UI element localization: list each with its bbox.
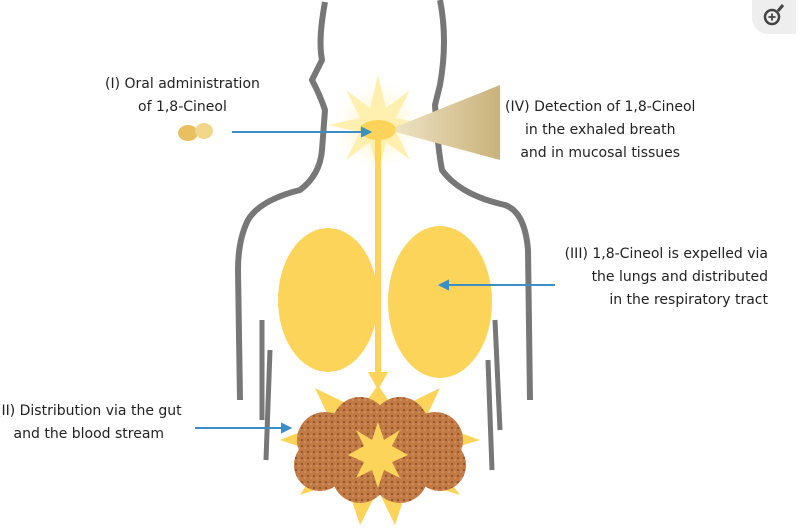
label-line: in the respiratory tract — [609, 292, 768, 308]
label-lungs: (III) 1,8-Cineol is expelled via the lun… — [565, 243, 768, 312]
label-line: (I) Oral administration — [105, 76, 260, 92]
label-line: (III) 1,8-Cineol is expelled via — [564, 246, 768, 262]
label-line: and in mucosal tissues — [520, 145, 681, 161]
label-detection: (IV) Detection of 1,8-Cineol in the exha… — [505, 96, 695, 165]
label-oral: (I) Oral administration of 1,8-Cineol — [105, 73, 260, 119]
label-line: and the blood stream — [13, 426, 165, 442]
body-outline — [235, 0, 533, 401]
arm-left — [259, 320, 273, 461]
lung-right — [388, 226, 492, 378]
mouth — [360, 120, 396, 140]
label-line: (II) Distribution via the gut — [0, 403, 182, 419]
breath-cone — [388, 85, 500, 160]
arm-right — [485, 319, 503, 471]
label-line: the lungs and distributed — [591, 269, 768, 285]
label-line: in the exhaled breath — [524, 122, 676, 138]
zoom-in-icon — [763, 4, 785, 26]
label-gut: (II) Distribution via the gut and the bl… — [0, 400, 182, 446]
label-line: (IV) Detection of 1,8-Cineol — [505, 99, 696, 115]
label-line: of 1,8-Cineol — [138, 99, 227, 115]
lung-left — [278, 228, 378, 372]
transport-arrowhead — [368, 372, 388, 390]
capsules-icon — [178, 123, 213, 141]
zoom-button[interactable] — [752, 0, 796, 34]
